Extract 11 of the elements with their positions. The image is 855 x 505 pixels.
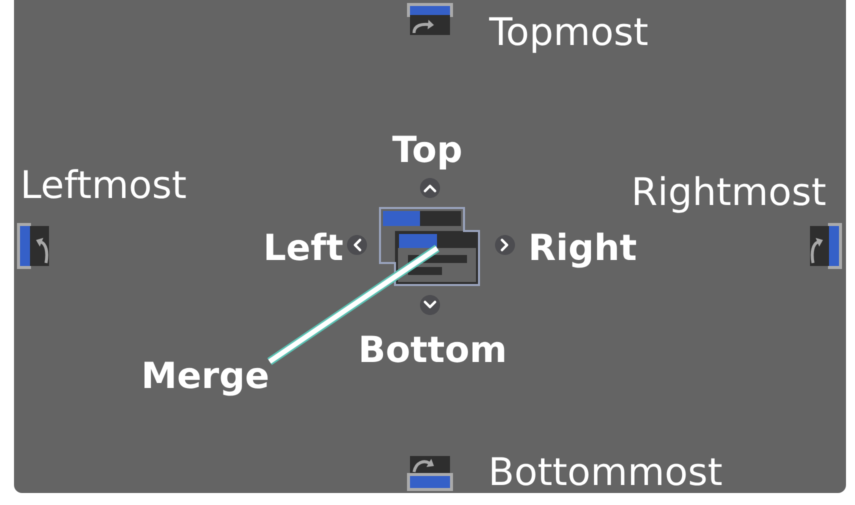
direction-label: Right [532,232,636,268]
direction-label: Top [392,136,461,170]
leader-line [267,244,440,365]
title-bar [399,234,437,248]
dock-label: Leftmost [24,169,186,199]
direction-label: Left [266,232,343,260]
callout-label: Merge [144,362,268,396]
dock-label: Bottommost [492,457,722,486]
dock-label: Rightmost [634,176,826,213]
direction-label: Bottom [362,336,504,362]
dock-label: Topmost [489,17,648,53]
